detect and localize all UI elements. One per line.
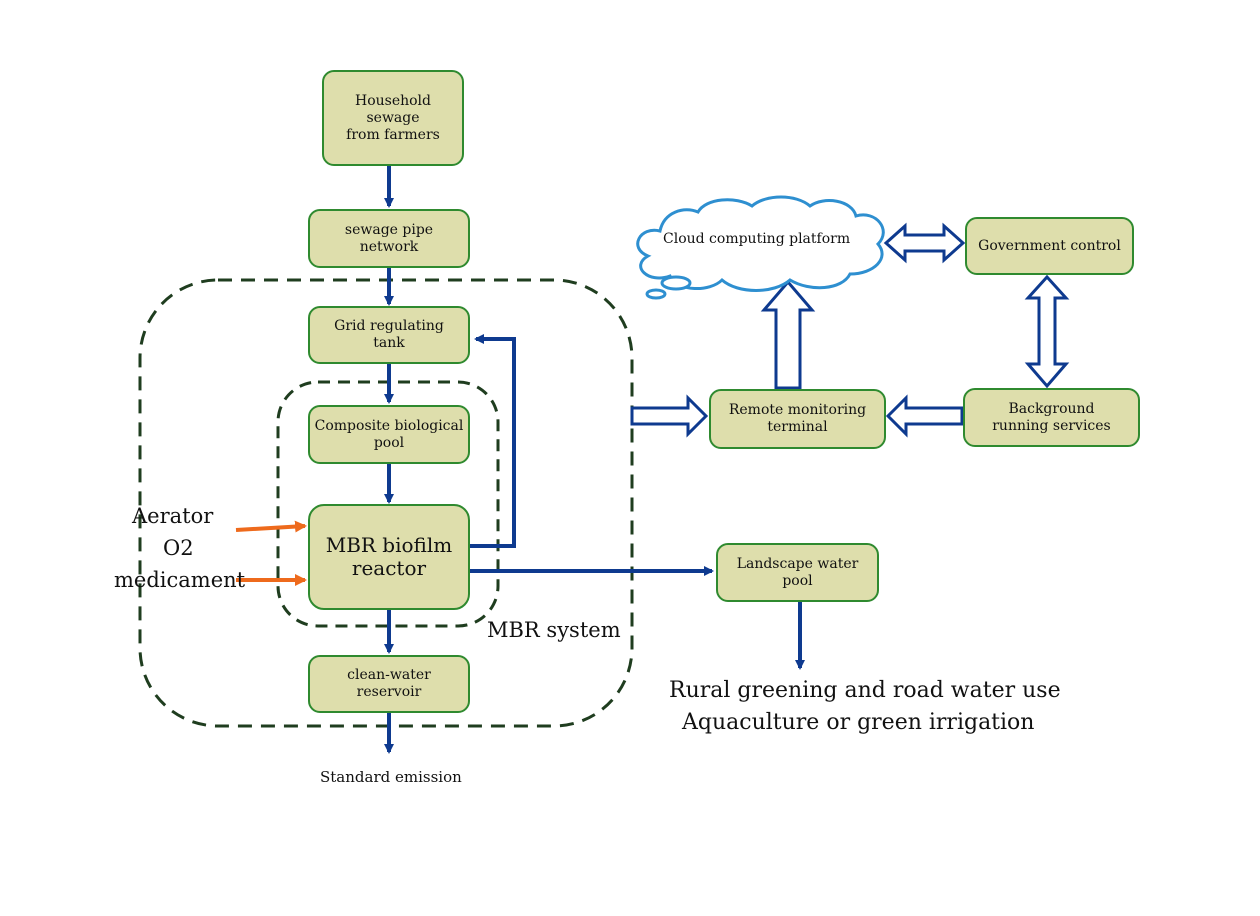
clean-water-reservoir-node: clean-water reservoir (308, 655, 470, 713)
sewage-pipe-network-node: sewage pipe network (308, 209, 470, 268)
hollow-arrow-remote-to-cloud (760, 279, 816, 390)
aquaculture-label: Aquaculture or green irrigation (682, 710, 1035, 735)
aerator-label: Aerator (132, 504, 214, 528)
background-running-services-node: Background running services (963, 388, 1140, 447)
hollow-arrow-cloud-government (883, 222, 966, 264)
o2-label: O2 (163, 536, 194, 560)
rural-greening-label: Rural greening and road water use (669, 678, 1061, 703)
grid-regulating-tank-node: Grid regulating tank (308, 306, 470, 364)
mbr-system-outer-boundary (138, 278, 634, 728)
mbr-system-label: MBR system (487, 618, 621, 642)
government-control-node: Government control (965, 217, 1134, 275)
medicament-label: medicament (114, 568, 246, 592)
household-sewage-node: Household sewage from farmers (322, 70, 464, 166)
cloud-computing-shape (636, 195, 885, 300)
landscape-water-pool-node: Landscape water pool (716, 543, 879, 602)
cloud-computing-platform-label: Cloud computing platform (663, 231, 851, 247)
hollow-arrow-background-to-remote (885, 394, 964, 438)
arrow-aerator-input (235, 520, 307, 533)
composite-biological-pool-node: Composite biological pool (308, 405, 470, 464)
arrow-mbr-recycle-to-grid (470, 334, 516, 548)
hollow-arrow-system-to-remote (630, 394, 709, 438)
mbr-biofilm-reactor-node: MBR biofilm reactor (308, 504, 470, 610)
hollow-arrow-government-background (1024, 274, 1070, 389)
standard-emission-label: Standard emission (320, 768, 462, 786)
remote-monitoring-terminal-node: Remote monitoring terminal (709, 389, 886, 449)
